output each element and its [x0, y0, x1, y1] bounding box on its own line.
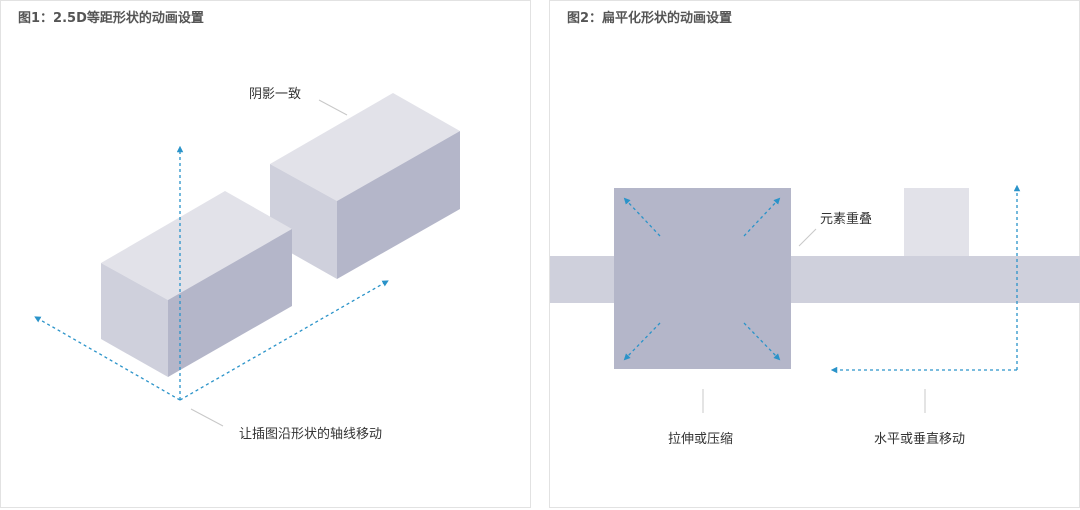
scale-arrow-top-right [743, 197, 781, 237]
back-box-right [337, 131, 460, 279]
label-shadow: 阴影一致 [249, 87, 302, 102]
leader-axis [190, 408, 224, 427]
scale-arrows [623, 197, 781, 361]
small-box [904, 188, 969, 256]
front-box-top [101, 191, 292, 300]
label-overlap: 元素重叠 [820, 212, 873, 227]
front-box-right [168, 229, 292, 377]
leader-shadow [318, 99, 348, 116]
leader-overlap [798, 228, 817, 247]
isometric-diagram [34, 93, 460, 427]
move-arrows [830, 184, 1021, 374]
isometric-box-back [270, 93, 460, 279]
flat-diagram [550, 184, 1080, 413]
panel1-title: 图1：2.5D等距形状的动画设置 [18, 11, 204, 26]
scale-arrow-top-left [623, 197, 661, 237]
label-move: 水平或垂直移动 [874, 432, 966, 447]
panel-flat: 图2：扁平化形状的动画设置 元素重叠 拉伸或压缩 水平 [549, 0, 1080, 508]
panel-isometric: 图1：2.5D等距形状的动画设置 阴影一致 让插图沿形状 [0, 0, 531, 508]
back-box-top [270, 93, 460, 201]
scale-arrow-bottom-right [743, 322, 781, 361]
label-scale: 拉伸或压缩 [668, 432, 734, 447]
scale-arrow-bottom-left [623, 322, 661, 361]
big-square [614, 188, 791, 369]
isometric-box-front [101, 191, 292, 377]
front-box-left [101, 263, 168, 377]
label-axis-move: 让插图沿形状的轴线移动 [239, 427, 383, 442]
panel2-title: 图2：扁平化形状的动画设置 [567, 11, 733, 26]
